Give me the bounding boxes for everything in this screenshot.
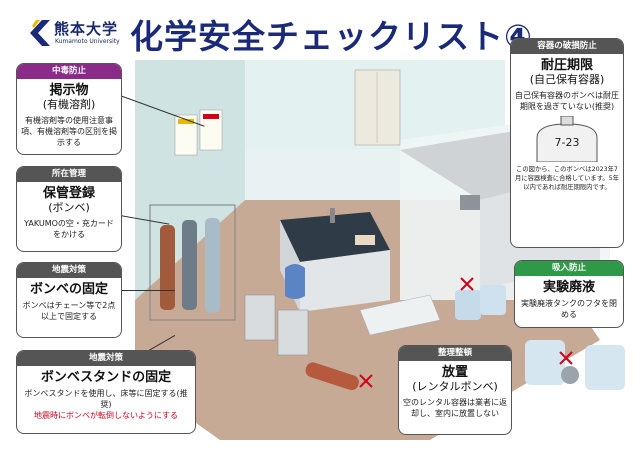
card-pressure-expiry: 容器の破損防止 耐圧期限 (自己保有容器) 自己保有容器のボンベは耐圧期限を過ぎ…: [510, 38, 624, 248]
university-logo-mark: [30, 20, 50, 46]
card-stand-fixing: 地震対策 ボンベスタンドの固定 ボンベスタンドを使用し、床等に固定する(推奨) …: [16, 350, 196, 434]
card-header: 地震対策: [17, 263, 121, 278]
card-title: 放置: [441, 365, 468, 380]
card-rental-cylinder: 整理整頓 放置 (レンタルボンベ) 空のレンタル容器は業者に返却し、室内に放置し…: [398, 345, 512, 435]
card-warning: 地震時にボンベが転倒しないようにする: [34, 411, 178, 420]
card-desc: ボンベスタンドを使用し、床等に固定する(推奨): [24, 389, 188, 409]
card-poster: 中毒防止 掲示物 (有機溶剤) 有機溶剤等の使用注意事項、有機溶剤等の区別を掲示…: [16, 63, 122, 155]
expiry-stamp: 7-23: [555, 136, 580, 149]
card-cylinder-registration: 所在管理 保管登録 (ボンベ) YAKUMOの空・充カードをかける: [16, 166, 122, 252]
card-title: 実験廃液: [542, 280, 595, 295]
card-title: ボンベスタンドの固定: [40, 370, 172, 385]
card-subtitle: (レンタルボンベ): [412, 380, 498, 393]
card-title: ボンベの固定: [29, 282, 108, 297]
card-header: 所在管理: [17, 167, 121, 182]
callout-line: [120, 290, 175, 291]
card-desc: 実験廃液タンクのフタを閉める: [521, 299, 617, 319]
card-subtitle: (ボンベ): [48, 201, 90, 214]
card-title: 保管登録: [42, 186, 95, 201]
card-header: 吸入防止: [515, 261, 623, 276]
card-desc: 空のレンタル容器は業者に返却し、室内に放置しない: [403, 398, 507, 418]
cylinder-top-icon: 7-23: [536, 116, 598, 162]
card-desc: YAKUMOの空・充カードをかける: [24, 219, 114, 239]
card-header: 地震対策: [17, 351, 195, 366]
card-note: この図から、このボンベは2023年7月に容器検査に合格しています。5年以内であれ…: [515, 166, 619, 191]
university-name-en: Kumamoto University: [55, 38, 120, 45]
page-title: 化学安全チェックリスト④: [130, 17, 533, 56]
card-desc: 自己保有容器のボンベは耐圧期限を過ぎていない(推奨): [515, 91, 619, 111]
card-subtitle: (自己保有容器): [529, 73, 605, 86]
card-title: 耐圧期限: [540, 58, 593, 73]
card-subtitle: (有機溶剤): [42, 98, 96, 111]
card-title: 掲示物: [49, 83, 89, 98]
university-name: 熊本大学: [54, 20, 119, 38]
card-header: 整理整頓: [399, 346, 511, 361]
card-header: 容器の破損防止: [511, 39, 623, 54]
card-header: 中毒防止: [17, 64, 121, 79]
card-desc: ボンベはチェーン等で2点以上で固定する: [22, 301, 116, 321]
card-waste-liquid: 吸入防止 実験廃液 実験廃液タンクのフタを閉める: [514, 260, 624, 328]
card-desc: 有機溶剤等の使用注意事項、有機溶剤等の区別を掲示する: [21, 116, 117, 147]
card-cylinder-fixing: 地震対策 ボンベの固定 ボンベはチェーン等で2点以上で固定する: [16, 262, 122, 338]
